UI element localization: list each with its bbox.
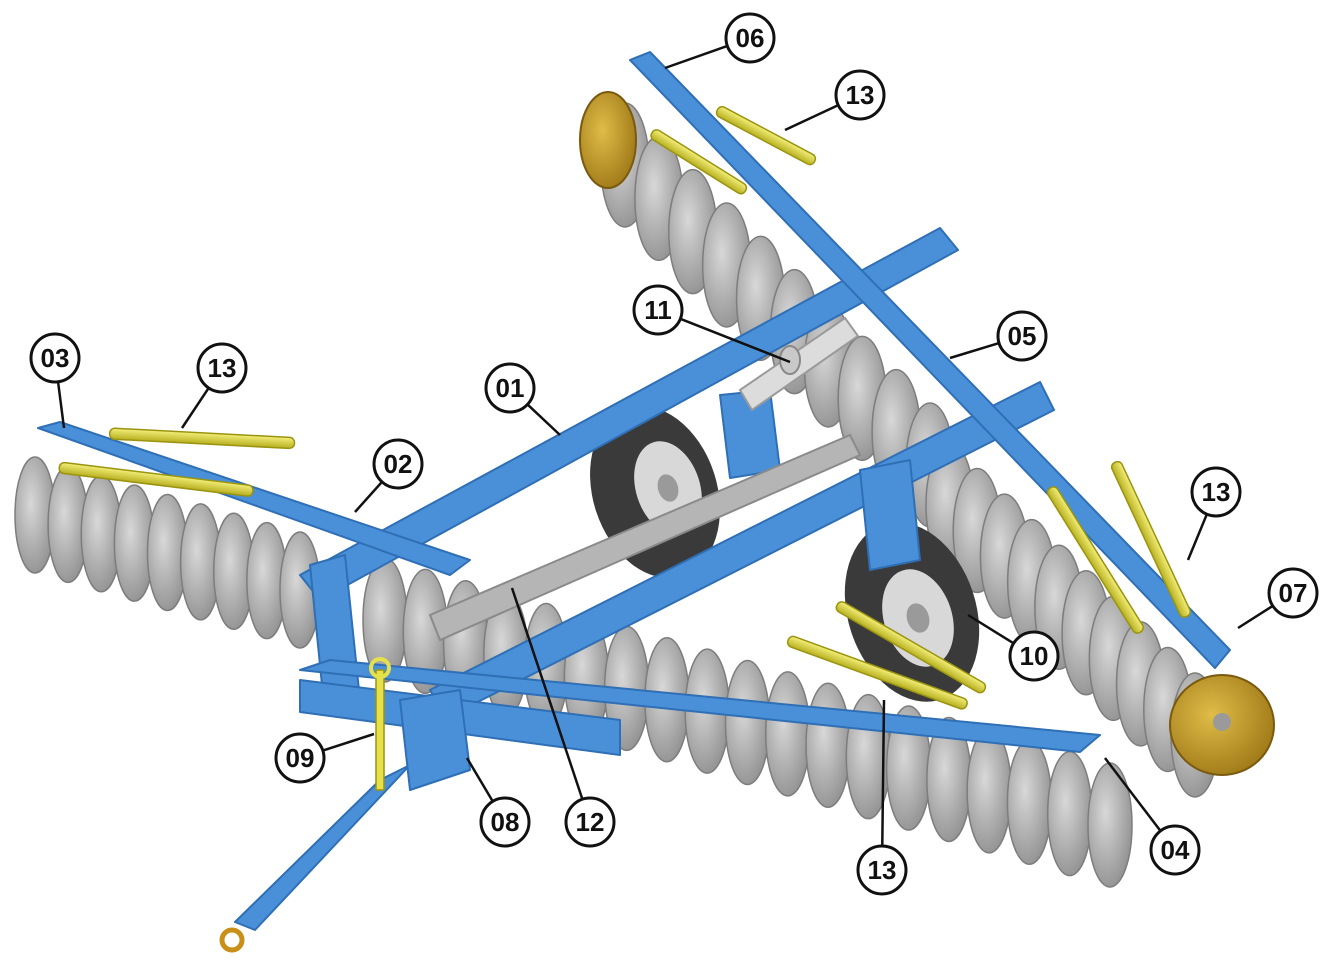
callout-circle xyxy=(484,362,536,414)
callout-leader-line xyxy=(967,613,1015,645)
callout-c10: 10 xyxy=(967,613,1060,682)
callout-circle xyxy=(1008,630,1060,682)
callout-leader-line xyxy=(1186,513,1209,561)
main-frame xyxy=(37,51,1231,931)
callout-leader-line xyxy=(1237,604,1274,630)
callout-leader-line xyxy=(510,587,584,800)
disc-blade xyxy=(724,659,771,786)
callout-c03: 03 xyxy=(29,332,81,429)
hydraulic-cylinder xyxy=(738,316,860,412)
callout-number: 12 xyxy=(576,807,605,837)
disc-blade xyxy=(805,682,851,809)
callouts: 06 13 11 05 03 13 01 02 13 07 10 09 08 12 13 04 xyxy=(29,12,1319,896)
callout-circle xyxy=(1190,466,1242,518)
disc-blade xyxy=(966,728,1012,854)
callout-leader-line xyxy=(465,757,494,803)
end-disc-top xyxy=(579,91,637,189)
callout-leader-line xyxy=(526,403,561,436)
leveling-bar xyxy=(428,433,862,642)
callout-number: 13 xyxy=(1202,477,1231,507)
callout-circle xyxy=(1267,567,1319,619)
callout-number: 10 xyxy=(1020,641,1049,671)
callout-c06: 06 xyxy=(664,12,776,70)
callout-circle xyxy=(834,69,886,121)
callout-c13c: 13 xyxy=(1186,466,1242,561)
callout-number: 09 xyxy=(286,743,315,773)
callout-c04: 04 xyxy=(1104,757,1201,876)
callout-number: 07 xyxy=(1279,578,1308,608)
callout-leader-line xyxy=(1104,757,1162,832)
disc-blade xyxy=(1087,762,1133,888)
callout-number: 04 xyxy=(1161,835,1190,865)
tension-springs xyxy=(58,106,1191,710)
jack-stand xyxy=(369,657,391,791)
callout-circle xyxy=(274,732,326,784)
callout-c13b: 13 xyxy=(180,342,248,429)
front-left-disc-gang xyxy=(14,456,321,649)
callout-circle xyxy=(996,310,1048,362)
callout-number: 02 xyxy=(384,449,413,479)
rear-right-lower-disc-gang xyxy=(925,442,1220,798)
callout-circle xyxy=(196,342,248,394)
callout-c13a: 13 xyxy=(784,69,886,132)
callout-c07: 07 xyxy=(1237,567,1319,630)
hitch-eye xyxy=(219,927,245,953)
callout-c05: 05 xyxy=(949,310,1048,362)
callout-c02: 02 xyxy=(354,438,424,513)
callout-circle xyxy=(1149,824,1201,876)
disc-blade xyxy=(1006,739,1053,865)
callout-circle xyxy=(479,796,531,848)
callout-number: 05 xyxy=(1008,321,1037,351)
callout-leader-line xyxy=(354,481,383,513)
callout-leader-line xyxy=(784,104,839,132)
callout-number: 08 xyxy=(491,807,520,837)
callout-circle xyxy=(372,438,424,490)
callout-circle xyxy=(29,332,81,384)
callout-leader-line xyxy=(679,317,791,364)
callout-number: 13 xyxy=(208,353,237,383)
callout-leader-line xyxy=(322,732,375,752)
callout-leader-line xyxy=(881,699,886,847)
callout-number: 11 xyxy=(644,295,672,325)
callout-number: 13 xyxy=(868,855,897,885)
callout-c12: 12 xyxy=(510,587,616,848)
callout-leader-line xyxy=(180,387,210,429)
callout-c09: 09 xyxy=(274,732,375,784)
end-disc-right xyxy=(1169,674,1275,776)
callout-number: 06 xyxy=(736,23,765,53)
callout-number: 13 xyxy=(846,80,875,110)
callout-c08: 08 xyxy=(465,757,531,848)
callout-circle xyxy=(564,796,616,848)
callout-leader-line xyxy=(56,381,66,429)
callout-leader-line xyxy=(664,44,728,70)
callout-circle xyxy=(632,284,684,336)
callout-circle xyxy=(724,12,776,64)
callout-c11: 11 xyxy=(632,284,791,364)
disc-blade xyxy=(765,671,811,797)
callout-c01: 01 xyxy=(484,362,561,436)
callout-number: 03 xyxy=(41,343,70,373)
callout-circle xyxy=(856,844,908,896)
callout-number: 01 xyxy=(496,373,525,403)
callout-leader-line xyxy=(949,341,1000,360)
callout-c13d: 13 xyxy=(856,699,908,896)
disc-blade xyxy=(1046,750,1093,877)
